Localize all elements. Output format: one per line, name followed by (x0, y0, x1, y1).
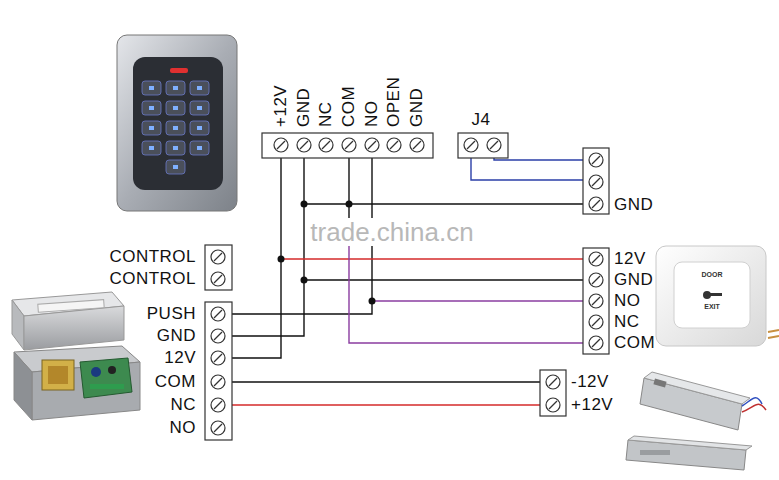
pin-label: NO (363, 101, 381, 128)
screw-terminal (274, 138, 288, 152)
screw-terminal (589, 153, 603, 167)
screw-slot (592, 276, 600, 284)
pin-label: 12V (164, 349, 196, 367)
screw-slot (549, 401, 557, 409)
pin-label: COM (340, 86, 358, 127)
bolt-lock-picture (640, 372, 766, 430)
screw-terminal (546, 375, 560, 389)
screw-terminal (589, 294, 603, 308)
screw-slot (592, 156, 600, 164)
screw-terminal (211, 307, 225, 321)
screw-slot (345, 141, 353, 149)
pin-label: GND (295, 88, 313, 127)
pin-label: GND (614, 196, 653, 214)
screw-terminal (410, 138, 424, 152)
junction-dots (278, 201, 376, 305)
pin-label: NO (170, 419, 197, 437)
screw-terminal (546, 398, 560, 412)
screw-terminal (589, 175, 603, 189)
watermark: trade.china.cn (308, 218, 475, 246)
screw-terminal (211, 250, 225, 264)
screw-terminal (589, 336, 603, 350)
wires (232, 158, 583, 405)
screw-terminal (211, 421, 225, 435)
screw-slot (413, 141, 421, 149)
pin-label: OPEN (385, 77, 403, 127)
terminal-blocks (205, 133, 609, 440)
screw-slot (214, 253, 222, 261)
screw-slot (322, 141, 330, 149)
screw-slot (549, 378, 557, 386)
screw-slot (490, 141, 498, 149)
screw-slot (214, 378, 222, 386)
screw-terminal (589, 197, 603, 211)
screw-terminal (211, 272, 225, 286)
pin-label: +12V (272, 85, 290, 127)
screw-slot (277, 141, 285, 149)
pin-label: CONTROL (109, 248, 196, 266)
screw-slot (214, 401, 222, 409)
screw-slot (214, 424, 222, 432)
screw-terminal (211, 375, 225, 389)
screw-slot (592, 255, 600, 263)
pin-label: GND (157, 327, 196, 345)
pin-label: -12V (571, 373, 609, 391)
screw-terminal (319, 138, 333, 152)
screw-terminal (487, 138, 501, 152)
screw-slot (214, 354, 222, 362)
pin-label: PUSH (147, 305, 196, 323)
button-text: EXIT (704, 303, 720, 311)
pin-label: GND (614, 271, 653, 289)
pin-label: 12V (614, 250, 646, 268)
pin-label: +12V (571, 396, 613, 414)
screw-slot (214, 310, 222, 318)
screw-terminal (589, 315, 603, 329)
screw-slot (390, 141, 398, 149)
screw-terminal (589, 273, 603, 287)
screw-slot (467, 141, 475, 149)
screw-slot (592, 318, 600, 326)
pin-label: NO (614, 292, 641, 310)
screw-terminal (211, 398, 225, 412)
screw-terminal (387, 138, 401, 152)
screw-slot (214, 332, 222, 340)
keypad-picture (117, 35, 237, 211)
pin-label: NC (170, 396, 196, 414)
screw-terminal (365, 138, 379, 152)
screw-terminal (297, 138, 311, 152)
screw-terminal (211, 329, 225, 343)
screw-slot (592, 200, 600, 208)
screw-terminal (464, 138, 478, 152)
magnetic-lock-picture (626, 436, 752, 470)
screw-terminal (589, 252, 603, 266)
button-text: DOOR (702, 271, 723, 279)
pin-label: CONTROL (109, 270, 196, 288)
terminal-screws (211, 138, 603, 435)
exit-button-picture (656, 246, 779, 346)
connector-label: J4 (472, 111, 491, 129)
screw-slot (300, 141, 308, 149)
pin-label: COM (155, 373, 196, 391)
pin-label: GND (408, 88, 426, 127)
screw-slot (592, 297, 600, 305)
screw-terminal (342, 138, 356, 152)
pin-label: COM (614, 334, 655, 352)
screw-slot (592, 178, 600, 186)
screw-terminal (211, 351, 225, 365)
screw-slot (214, 275, 222, 283)
pin-label: NC (317, 101, 335, 127)
screw-slot (368, 141, 376, 149)
screw-slot (592, 339, 600, 347)
pin-label: NC (614, 313, 640, 331)
power-supply-picture (12, 292, 140, 420)
